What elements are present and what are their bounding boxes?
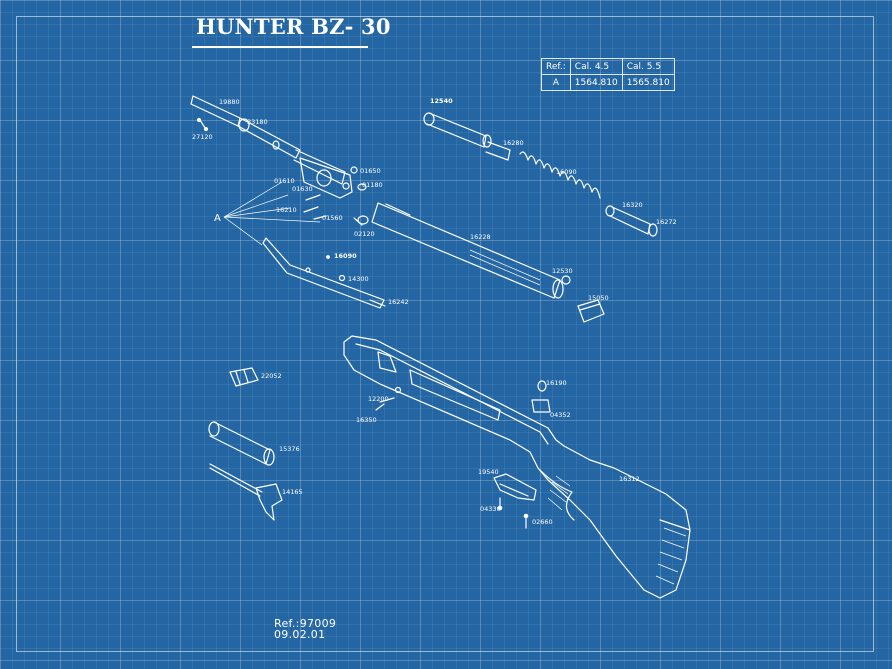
piston-part <box>423 112 511 161</box>
footer-ref: Ref.:97009 <box>274 617 337 630</box>
label-14300: 14300 <box>348 275 369 283</box>
label-16320: 16320 <box>622 201 643 209</box>
label-02660: 02660 <box>532 518 553 526</box>
label-16228: 16228 <box>470 233 491 241</box>
cylinder-part-15376 <box>208 421 275 466</box>
reference-table: Ref.: Cal. 4.5 Cal. 5.5 A 1564.810 1565.… <box>541 58 675 91</box>
label-12540: 12540 <box>430 97 453 105</box>
label-12530: 12530 <box>552 267 573 275</box>
leader-lines-a <box>223 181 321 246</box>
label-16242: 16242 <box>388 298 409 306</box>
label-19880: 19880 <box>219 98 240 106</box>
barrel-part <box>190 95 346 185</box>
ref-table-row: A 1564.810 1565.810 <box>541 74 675 91</box>
label-16280: 16280 <box>503 139 524 147</box>
label-01630: 01630 <box>292 185 313 193</box>
label-22052: 22052 <box>261 372 282 380</box>
spring-guide-part <box>605 205 658 237</box>
label-a: A <box>214 213 221 224</box>
label-16090-link: 16090 <box>334 252 357 260</box>
label-14165: 14165 <box>282 488 303 496</box>
label-33180: 33180 <box>247 118 268 126</box>
ref-table-header-row: Ref.: Cal. 4.5 Cal. 5.5 <box>541 58 675 75</box>
label-16272: 16272 <box>656 218 677 226</box>
label-12200: 12200 <box>368 395 389 403</box>
label-01610: 01610 <box>274 177 295 185</box>
trigger-guard-part <box>493 473 537 501</box>
label-27120: 27120 <box>192 133 213 141</box>
label-16350: 16350 <box>356 416 377 424</box>
label-04330: 04330 <box>480 505 501 513</box>
ref-table-cell-variant: A <box>541 74 571 91</box>
breech-block-part <box>299 157 353 199</box>
label-01560: 01560 <box>322 214 343 222</box>
compression-tube-part <box>371 202 571 299</box>
parts-16190-04352 <box>531 380 551 413</box>
label-04352: 04352 <box>550 411 571 419</box>
ref-table-cell-cal55: 1565.810 <box>621 74 675 91</box>
label-16312: 16312 <box>619 475 640 483</box>
label-01650: 01650 <box>360 167 381 175</box>
part-22052 <box>229 367 259 387</box>
diagram-title: HUNTER BZ- 30 <box>196 14 391 39</box>
small-parts-01650 <box>303 166 369 226</box>
title-underline <box>192 46 368 48</box>
label-16190: 16190 <box>546 379 567 387</box>
label-16210: 16210 <box>276 206 297 214</box>
blueprint-frame <box>16 16 874 652</box>
stock-part <box>343 335 691 599</box>
label-16090-spring: 16090 <box>556 168 577 176</box>
trigger-block-15050 <box>577 299 605 323</box>
cocking-link-part <box>262 237 386 309</box>
label-01180: 01180 <box>362 181 383 189</box>
screw-12200 <box>375 386 402 411</box>
footer-date: 09.02.01 <box>274 628 326 641</box>
screws-04330-02660 <box>497 497 529 529</box>
label-15376: 15376 <box>279 445 300 453</box>
label-02120: 02120 <box>354 230 375 238</box>
footer-reference: Ref.:97009 09.02.01 <box>274 618 336 640</box>
trigger-part-14165 <box>209 463 283 521</box>
label-19540: 19540 <box>478 468 499 476</box>
ref-table-cell-cal45: 1564.810 <box>569 74 623 91</box>
screw-27120 <box>196 117 209 132</box>
label-15050: 15050 <box>588 294 609 302</box>
mainspring-part <box>519 151 601 199</box>
